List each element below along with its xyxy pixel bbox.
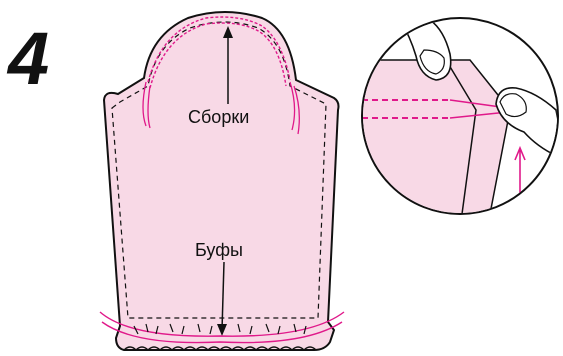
magnifier-fabric [360, 60, 510, 214]
label-puffs: Буфы [193, 239, 245, 261]
sleeve-pattern-piece [104, 12, 339, 350]
label-gathers: Сборки [186, 106, 251, 128]
